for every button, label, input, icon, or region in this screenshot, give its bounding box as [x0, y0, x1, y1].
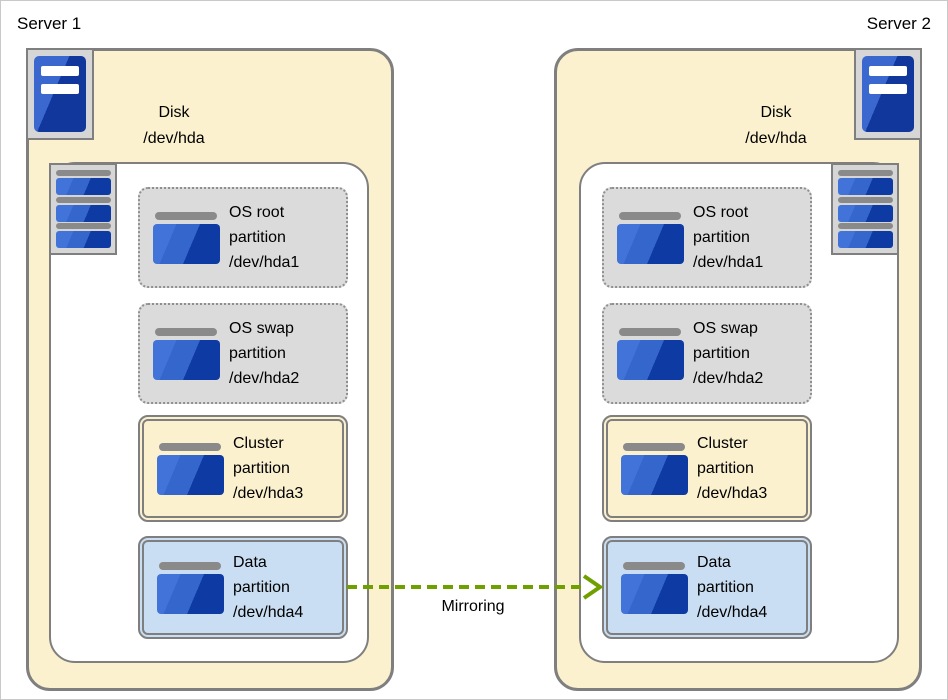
partition-device: /dev/hda2: [229, 370, 300, 387]
disk-title: Disk: [760, 104, 792, 121]
partition-name: OS root: [229, 204, 285, 221]
partition-icon-bar: [619, 211, 681, 220]
tower-slot-bar: [869, 66, 907, 76]
partition-name: Cluster: [697, 435, 748, 452]
partition-icon: [621, 561, 688, 614]
partition-icon: [617, 211, 684, 264]
tower-slot-bar: [41, 66, 79, 76]
partition-kind: partition: [229, 229, 286, 246]
partition-name: Cluster: [233, 435, 284, 452]
disk-stack-icon: [49, 163, 117, 255]
server2-partition-data: Data partition /dev/hda4: [602, 536, 812, 639]
server1-label: Server 1: [17, 14, 82, 33]
partition-icon: [153, 327, 220, 380]
disk-stack-icon: [831, 163, 899, 255]
partition-device: /dev/hda4: [233, 604, 304, 621]
stack-unit: [56, 196, 111, 222]
server2-partition-cluster: Cluster partition /dev/hda3: [602, 415, 812, 522]
server-tower-body: [862, 56, 914, 132]
partition-icon-platter: [617, 339, 684, 380]
partition-icon: [157, 442, 224, 495]
partition-device: /dev/hda1: [693, 254, 764, 271]
disk-device: /dev/hda: [143, 130, 205, 147]
partition-device: /dev/hda1: [229, 254, 300, 271]
partition-icon-platter: [153, 223, 220, 264]
server2-disk-label: Disk /dev/hda: [691, 100, 861, 152]
partition-name: OS swap: [229, 320, 294, 337]
server1-disk-label: Disk /dev/hda: [89, 100, 259, 152]
partition-device: /dev/hda3: [697, 485, 768, 502]
partition-icon-bar: [159, 561, 221, 570]
partition-icon: [617, 327, 684, 380]
partition-icon-bar: [623, 442, 685, 451]
partition-kind: partition: [697, 579, 754, 596]
server2-partition-os-root: OS root partition /dev/hda1: [602, 187, 812, 288]
partition-name: OS root: [693, 204, 749, 221]
partition-kind: partition: [229, 345, 286, 362]
disk-stack-body: [51, 165, 115, 253]
server-tower-icon: [854, 48, 922, 140]
server-tower-body: [34, 56, 86, 132]
partition-icon-platter: [153, 339, 220, 380]
partition-kind: partition: [693, 229, 750, 246]
partition-icon-bar: [155, 327, 217, 336]
partition-icon-bar: [619, 327, 681, 336]
server-tower-icon: [26, 48, 94, 140]
mirroring-label: Mirroring: [441, 598, 505, 615]
disk-device: /dev/hda: [745, 130, 807, 147]
partition-icon-bar: [159, 442, 221, 451]
partition-icon-platter: [157, 454, 224, 495]
stack-unit: [838, 170, 893, 195]
partition-icon-platter: [157, 573, 224, 614]
partition-name: Data: [233, 554, 267, 571]
partition-device: /dev/hda3: [233, 485, 304, 502]
disk-stack-body: [833, 165, 897, 253]
stack-unit: [838, 223, 893, 248]
partition-icon: [157, 561, 224, 614]
disk-title: Disk: [158, 104, 190, 121]
partition-kind: partition: [697, 460, 754, 477]
tower-slot-bar: [869, 84, 907, 94]
stack-unit: [838, 196, 893, 222]
partition-icon-platter: [621, 573, 688, 614]
partition-device: /dev/hda4: [697, 604, 768, 621]
server1-partition-os-swap: OS swap partition /dev/hda2: [138, 303, 348, 404]
partition-device: /dev/hda2: [693, 370, 764, 387]
partition-icon-bar: [623, 561, 685, 570]
server1-partition-os-root: OS root partition /dev/hda1: [138, 187, 348, 288]
partition-name: Data: [697, 554, 731, 571]
stack-unit: [56, 223, 111, 248]
partition-kind: partition: [233, 460, 290, 477]
server2-partition-os-swap: OS swap partition /dev/hda2: [602, 303, 812, 404]
partition-icon: [153, 211, 220, 264]
partition-icon-bar: [155, 211, 217, 220]
partition-icon-platter: [621, 454, 688, 495]
partition-kind: partition: [233, 579, 290, 596]
server2-label: Server 2: [866, 14, 931, 33]
partition-name: OS swap: [693, 320, 758, 337]
partition-icon: [621, 442, 688, 495]
server1-partition-cluster: Cluster partition /dev/hda3: [138, 415, 348, 522]
tower-slot-bar: [41, 84, 79, 94]
stack-unit: [56, 170, 111, 195]
server1-partition-data: Data partition /dev/hda4: [138, 536, 348, 639]
partition-kind: partition: [693, 345, 750, 362]
partition-icon-platter: [617, 223, 684, 264]
